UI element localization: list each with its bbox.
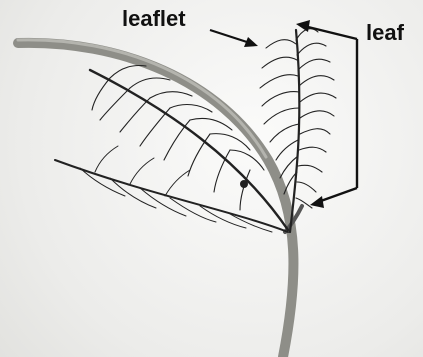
leaf-bracket-arrow-bottom [310,196,324,208]
lower-arching-leaf [55,160,288,232]
leaf-bracket-arrow-top [296,20,310,32]
leaflet-pinnae-left [260,40,299,194]
leaflet-pinnae-right [296,29,336,208]
compound-leaf-left [55,66,288,233]
leaflet-arrow [210,30,258,47]
leaflet-pinnae-left-upper [92,78,250,210]
leaf-node [240,180,248,188]
leaf-midrib [290,30,299,232]
label-leaf: leaf [366,22,404,44]
label-leaflet: leaflet [122,8,186,30]
compound-leaf-right [260,29,336,232]
